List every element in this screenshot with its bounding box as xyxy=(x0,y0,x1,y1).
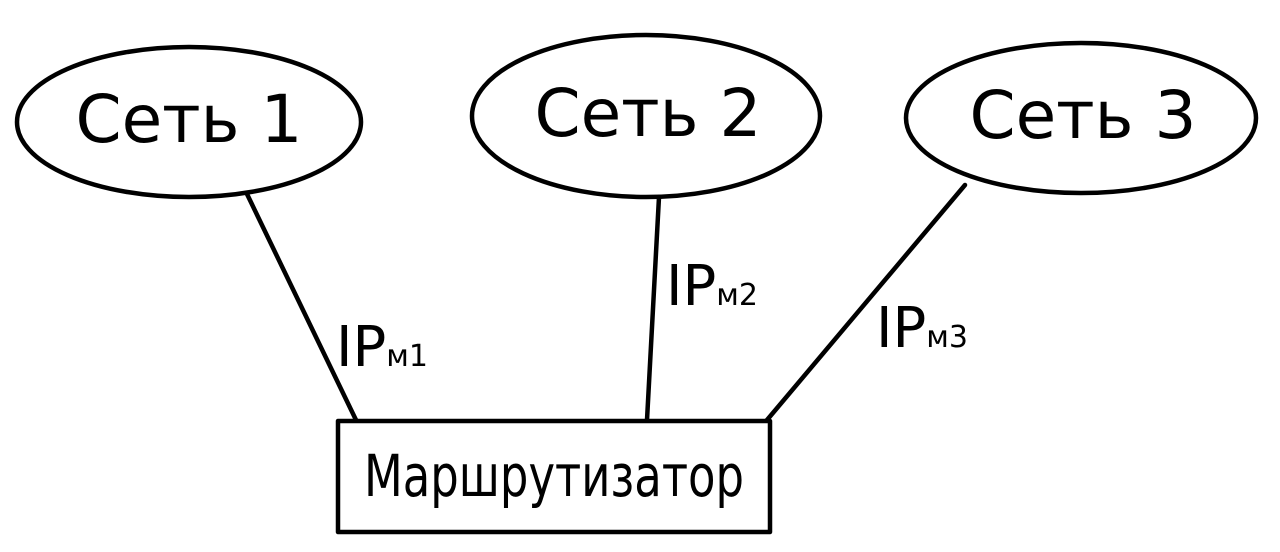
link-3-ip-main: IP xyxy=(876,296,926,361)
network-3-ellipse xyxy=(903,40,1259,196)
link-line-2 xyxy=(644,194,662,423)
network-node-3: Сеть 3 xyxy=(903,40,1259,196)
network-node-1: Сеть 1 xyxy=(14,44,364,200)
router-node: Маршрутизатор xyxy=(335,418,773,535)
network-1-label: Сеть 1 xyxy=(75,81,302,158)
link-line-1 xyxy=(244,191,359,423)
router-label: Маршрутизатор xyxy=(364,442,744,510)
link-1-ip-sub: м1 xyxy=(386,339,428,374)
network-2-label: Сеть 2 xyxy=(534,75,761,152)
router-box xyxy=(335,418,773,535)
link-3-ip-sub: м3 xyxy=(926,320,968,355)
link-2-ip-label: IPм2 xyxy=(666,254,758,319)
network-node-2: Сеть 2 xyxy=(469,32,823,200)
network-3-label: Сеть 3 xyxy=(969,77,1196,154)
link-3-ip-label: IPм3 xyxy=(876,296,968,361)
link-1-ip-main: IP xyxy=(336,315,386,380)
link-1-ip-label: IPм1 xyxy=(336,315,428,380)
link-line-3 xyxy=(764,182,968,423)
link-2-ip-sub: м2 xyxy=(716,278,758,313)
link-2-ip-main: IP xyxy=(666,254,716,319)
network-1-ellipse xyxy=(14,44,364,200)
network-2-ellipse xyxy=(469,32,823,200)
